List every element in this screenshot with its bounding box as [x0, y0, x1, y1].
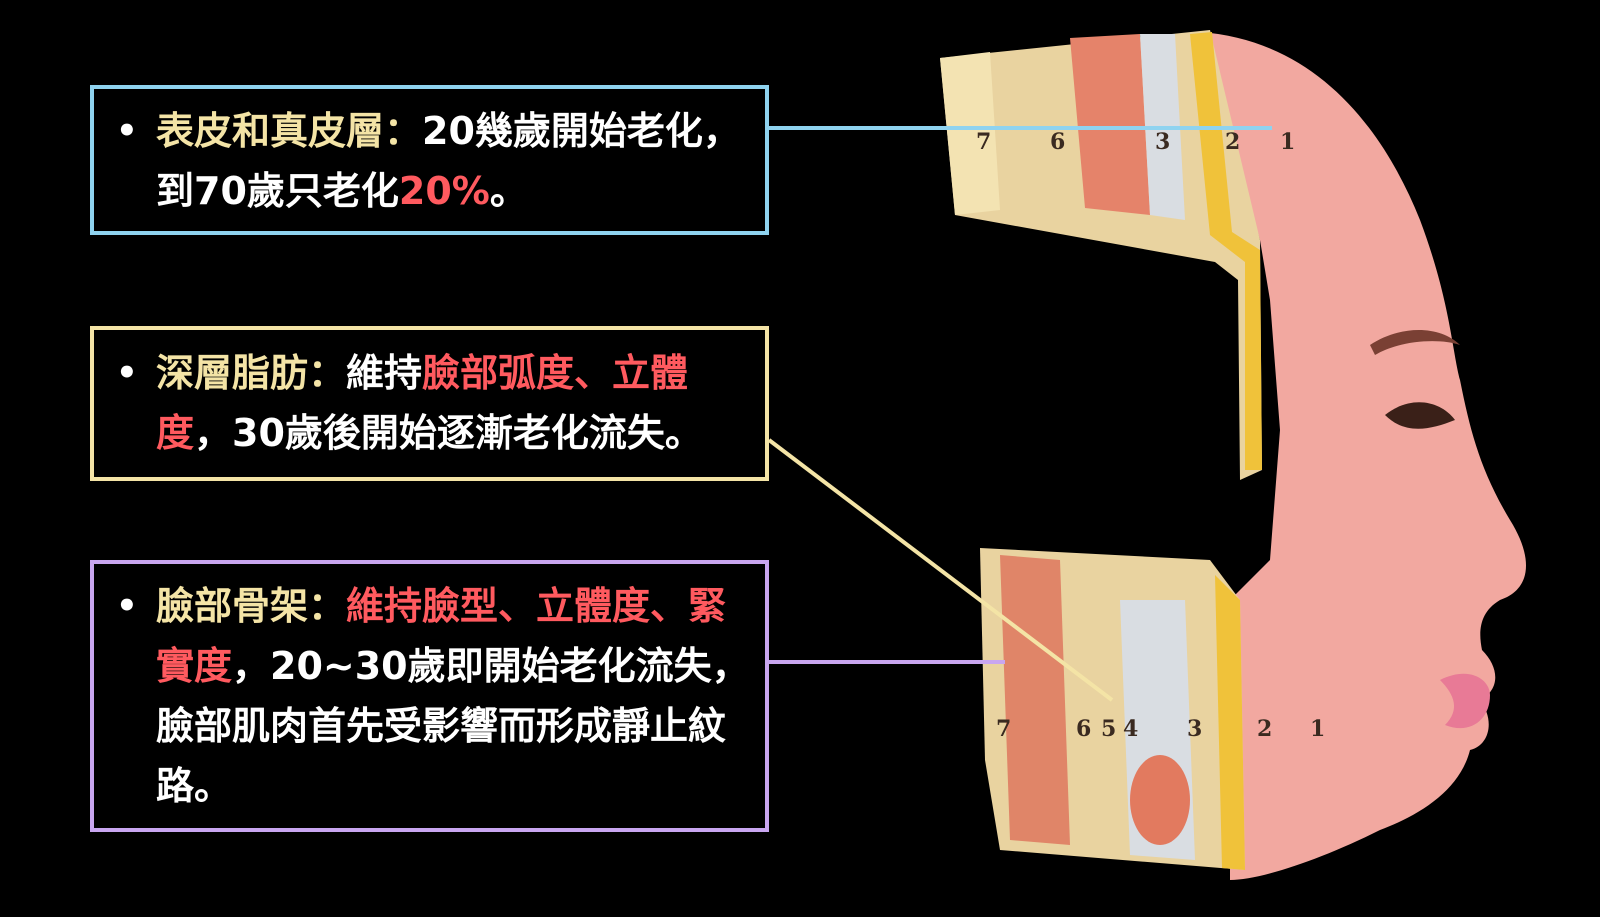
connector-line-deep-fat [767, 438, 1114, 702]
lower-number-2: 2 [1257, 716, 1272, 742]
upper-layer-block [940, 30, 1262, 480]
lower-fat-band [1215, 575, 1245, 870]
callout-skeleton-text: 臉部骨架：維持臉型、立體度、緊實度，20~30歲即開始老化流失，臉部肌肉首先受影… [94, 576, 753, 816]
eye [1385, 402, 1455, 429]
upper-number-3: 3 [1155, 129, 1170, 155]
callout-deep-fat: 深層脂肪：維持臉部弧度、立體度，30歲後開始逐漸老化流失。 [90, 326, 769, 481]
callout-facial-skeleton: 臉部骨架：維持臉型、立體度、緊實度，20~30歲即開始老化流失，臉部肌肉首先受影… [90, 560, 769, 832]
lower-number-1: 1 [1310, 716, 1325, 742]
callout-epidermis-text: 表皮和真皮層：20幾歲開始老化，到70歲只老化20%。 [94, 101, 747, 221]
callout-skeleton-title: 臉部骨架： [156, 584, 347, 628]
lower-muscle-band [1000, 555, 1070, 845]
callout-epidermis-highlight: 20% [398, 169, 490, 213]
lips [1440, 673, 1490, 729]
callout-deep-fat-end: ，30歲後開始逐漸老化流失。 [194, 411, 703, 455]
upper-number-1: 1 [1280, 129, 1295, 155]
upper-muscle-band [1070, 34, 1150, 215]
lower-muscle-oval [1130, 755, 1190, 845]
callout-skeleton-highlight: 維持臉型、立體度、緊實度 [156, 584, 727, 688]
callout-epidermis-end: 。 [489, 169, 528, 213]
lower-number-7: 7 [996, 716, 1011, 742]
callout-deep-fat-highlight: 臉部弧度、立體度 [156, 351, 689, 455]
lower-number-5: 5 [1101, 716, 1116, 742]
lower-number-4: 4 [1123, 716, 1138, 742]
callout-epidermis-dermis: 表皮和真皮層：20幾歲開始老化，到70歲只老化20%。 [90, 85, 769, 235]
lower-number-3: 3 [1187, 716, 1202, 742]
callout-deep-fat-title: 深層脂肪： [156, 351, 347, 395]
callout-epidermis-title: 表皮和真皮層： [156, 109, 423, 153]
callout-epidermis-body: 20幾歲開始老化，到70歲只老化 [156, 109, 741, 213]
upper-number-6: 6 [1050, 129, 1065, 155]
face-skin [1200, 32, 1527, 880]
callout-skeleton-body: ，20~30歲即開始老化流失，臉部肌肉首先受影響而形成靜止紋路。 [156, 644, 750, 808]
lower-number-6: 6 [1076, 716, 1091, 742]
upper-bone-band [940, 52, 1000, 215]
upper-number-2: 2 [1225, 129, 1240, 155]
callout-deep-fat-text: 深層脂肪：維持臉部弧度、立體度，30歲後開始逐漸老化流失。 [94, 343, 755, 463]
callout-deep-fat-body: 維持 [346, 351, 423, 395]
upper-number-7: 7 [976, 129, 991, 155]
eyebrow [1370, 330, 1460, 355]
upper-fat-band [1190, 32, 1262, 470]
